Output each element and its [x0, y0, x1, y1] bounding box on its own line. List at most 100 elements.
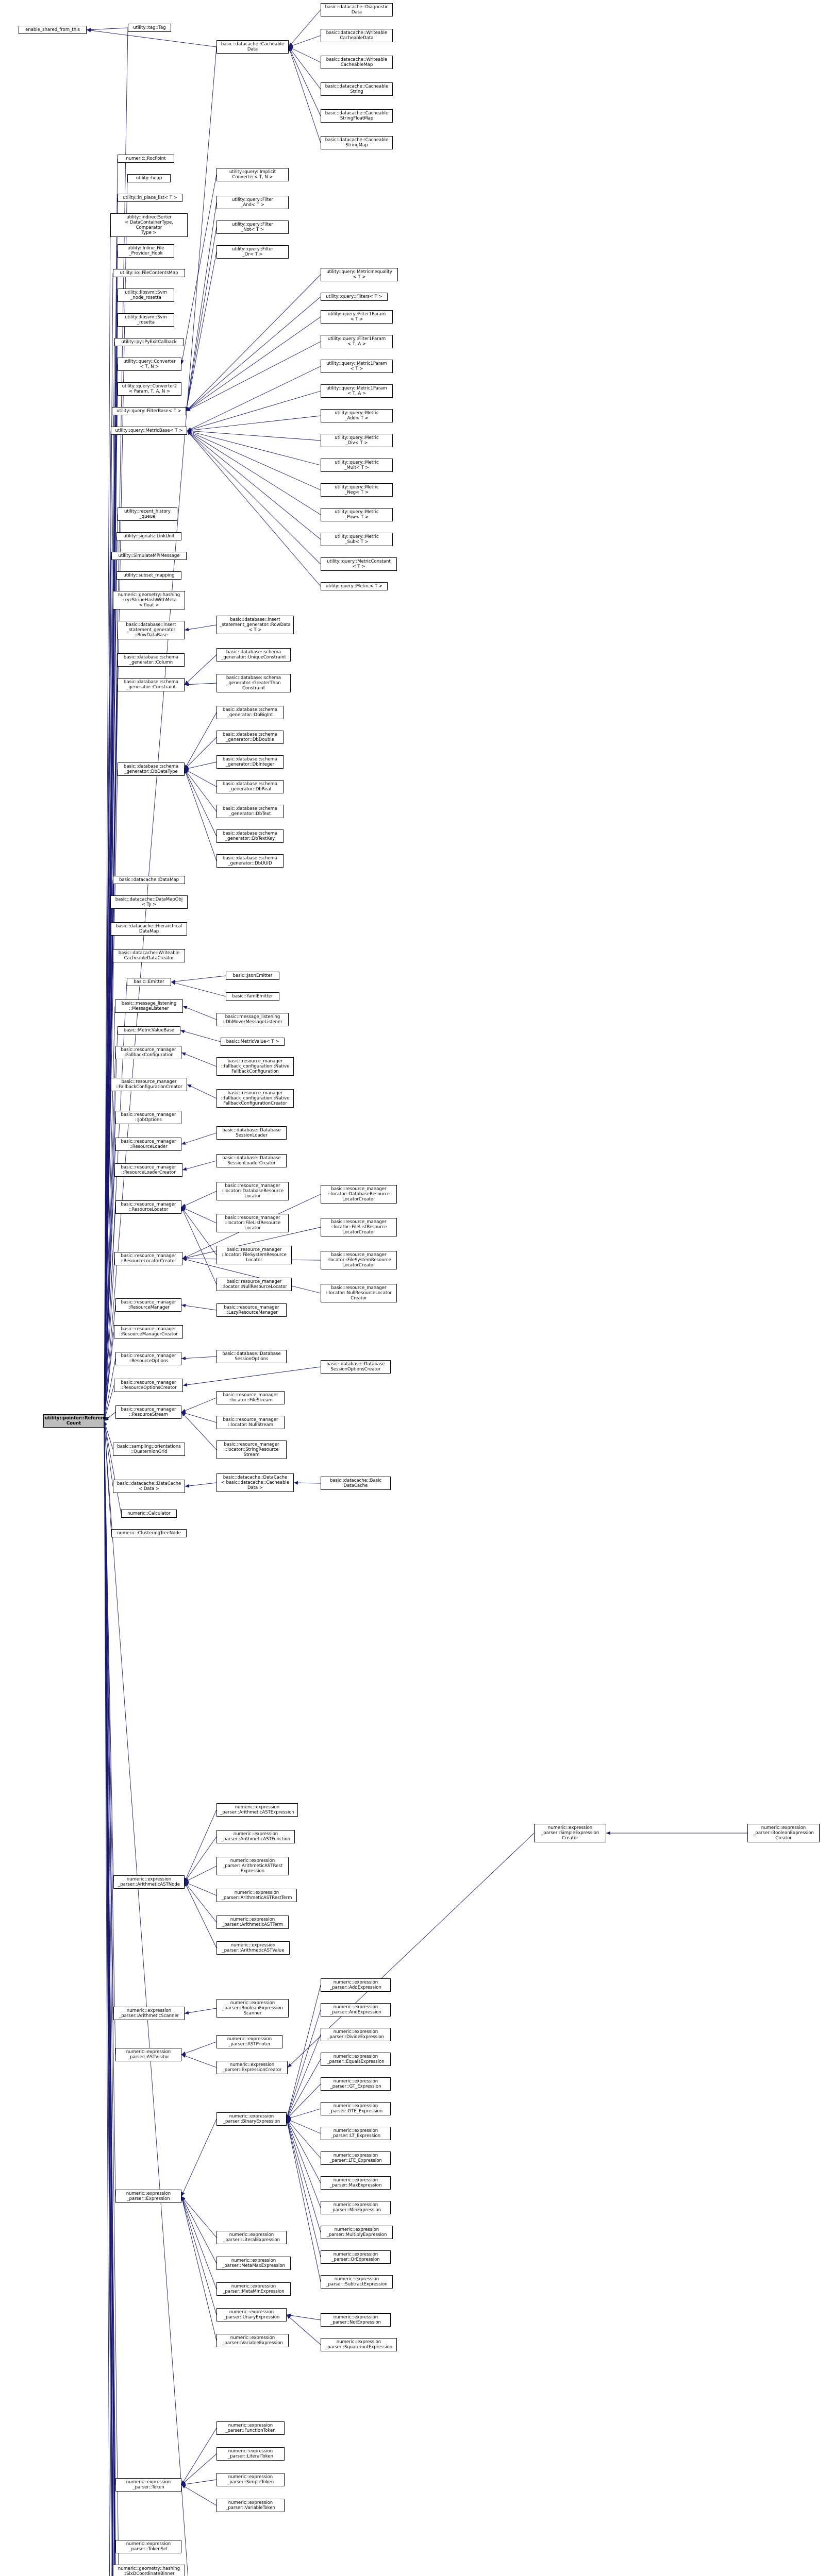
graph-node-heap[interactable]: utility::heap [127, 174, 171, 182]
graph-node-dbreal[interactable]: basic::database::schema _generator::DbRe… [216, 780, 284, 793]
graph-node-filecontents[interactable]: utility::io::FileContentsMap [113, 269, 185, 277]
graph-node-exprcreator[interactable]: numeric::expression _parser::ExpressionC… [216, 2061, 288, 2074]
graph-node-writeablecm[interactable]: basic::datacache::Writeable CacheableMap [321, 56, 393, 69]
graph-node-hierdatamap[interactable]: basic::datacache::Hierarchical DataMap [111, 922, 187, 936]
graph-node-tokenset[interactable]: numeric::expression _parser::TokenSet [115, 2540, 181, 2553]
graph-node-dbuuid[interactable]: basic::database::schema _generator::DbUU… [216, 854, 284, 868]
graph-node-fslocatorcreator[interactable]: basic::resource_manager ::locator::FileS… [321, 1251, 397, 1269]
graph-node-resourceloader[interactable]: basic::resource_manager ::ResourceLoader [115, 1138, 181, 1151]
graph-node-orexpr[interactable]: numeric::expression _parser::OrExpressio… [321, 2250, 391, 2264]
graph-node-metrict[interactable]: utility::query::Metric< T > [321, 582, 388, 590]
graph-node-msglistener[interactable]: basic::message_listening ::MessageListen… [115, 999, 183, 1013]
graph-node-rocpoint[interactable]: numeric::RocPoint [118, 155, 174, 163]
graph-node-dbreslocator[interactable]: basic::resource_manager ::locator::Datab… [216, 1182, 289, 1200]
graph-node-dbdouble[interactable]: basic::database::schema _generator::DbDo… [216, 731, 284, 744]
graph-node-resourceoptions[interactable]: basic::resource_manager ::ResourceOption… [115, 1352, 181, 1365]
graph-node-datamapobj[interactable]: basic::datacache::DataMapObj < Ty > [110, 895, 188, 909]
graph-node-cstring[interactable]: basic::datacache::Cacheable String [321, 82, 393, 96]
graph-node-dbdatatype[interactable]: basic::database::schema _generator::DbDa… [118, 762, 185, 776]
graph-node-simptoken[interactable]: numeric::expression _parser::SimpleToken [216, 2473, 285, 2486]
graph-node-nullstream[interactable]: basic::resource_manager ::locator::NullS… [216, 1416, 285, 1429]
graph-node-astvalue[interactable]: numeric::expression _parser::ArithmeticA… [216, 1941, 290, 1955]
graph-node-astvisitor[interactable]: numeric::expression _parser::ASTVisitor [115, 2048, 181, 2061]
graph-node-refcount[interactable]: utility::pointer::Reference Count [43, 1414, 110, 1428]
graph-node-recenthistory[interactable]: utility::recent_history _queue [118, 507, 177, 521]
graph-node-cstringmap[interactable]: basic::datacache::Cacheable StringMap [321, 136, 393, 149]
graph-node-vartoken[interactable]: numeric::expression _parser::VariableTok… [216, 2499, 285, 2512]
graph-node-gtexpr[interactable]: numeric::expression _parser::GT_Expressi… [321, 2077, 391, 2091]
graph-node-metricvalue[interactable]: basic::MetricValue< T > [221, 1038, 285, 1046]
graph-node-divexpr[interactable]: numeric::expression _parser::DivideExpre… [321, 2028, 391, 2041]
graph-node-linkunit[interactable]: utility::signals::LinkUnit [116, 532, 181, 540]
graph-node-dbsessionoptions[interactable]: basic::database::Database SessionOptions [216, 1350, 287, 1363]
graph-node-implicitconv[interactable]: utility::query::Implicit Converter< T, N… [216, 168, 289, 181]
graph-node-dbsessionloadercreator[interactable]: basic::database::Database SessionLoaderC… [216, 1154, 287, 1167]
graph-node-astrestexpr[interactable]: numeric::expression _parser::ArithmeticA… [216, 1857, 289, 1875]
graph-node-qconverter2[interactable]: utility::query::Converter2 < Param, T, A… [118, 382, 181, 396]
graph-node-dbtextkey[interactable]: basic::database::schema _generator::DbTe… [216, 829, 284, 843]
graph-node-filestream[interactable]: basic::resource_manager ::locator::FileS… [216, 1391, 285, 1404]
graph-node-astprinter[interactable]: numeric::expression _parser::ASTPrinter [216, 2035, 282, 2048]
graph-node-emitter[interactable]: basic::Emitter [127, 978, 171, 986]
graph-node-calculator[interactable]: numeric::Calculator [121, 1510, 177, 1518]
graph-node-qconverter[interactable]: utility::query::Converter < T, N > [118, 358, 181, 371]
graph-node-metamin[interactable]: numeric::expression _parser::MetaMinExpr… [216, 2282, 291, 2296]
graph-node-svmrosetta[interactable]: utility::libsvm::Svm _rosetta [118, 313, 174, 327]
graph-node-minexpr[interactable]: numeric::expression _parser::MinExpressi… [321, 2201, 391, 2214]
graph-node-writeablecreator[interactable]: basic::datacache::Writeable CacheableDat… [113, 949, 185, 962]
graph-node-resourceloadercreator[interactable]: basic::resource_manager ::ResourceLoader… [114, 1163, 182, 1177]
graph-node-joboptions[interactable]: basic::resource_manager ::JobOptions [115, 1111, 181, 1124]
graph-node-expression[interactable]: numeric::expression _parser::Expression [115, 2190, 181, 2203]
graph-node-token[interactable]: numeric::expression _parser::Token [115, 2478, 181, 2492]
graph-node-dbsessionloader[interactable]: basic::database::Database SessionLoader [216, 1126, 287, 1140]
graph-node-diagnosticdata[interactable]: basic::datacache::Diagnostic Data [321, 3, 393, 16]
graph-node-yamlemitter[interactable]: basic::YamlEmitter [226, 992, 279, 1001]
graph-node-variableexpr[interactable]: numeric::expression _parser::VariableExp… [216, 2334, 289, 2347]
graph-node-astfunc[interactable]: numeric::expression _parser::ArithmeticA… [216, 1830, 295, 1843]
graph-node-writeablecd[interactable]: basic::datacache::Writeable CacheableDat… [321, 29, 393, 42]
graph-node-nativefallbackcreator[interactable]: basic::resource_manager ::fallback_confi… [216, 1089, 294, 1108]
graph-node-greaterthan[interactable]: basic::database::schema _generator::Grea… [216, 674, 291, 692]
graph-node-simpleexprcreator[interactable]: numeric::expression _parser::SimpleExpre… [534, 1824, 606, 1842]
graph-node-stringresstream[interactable]: basic::resource_manager ::locator::Strin… [216, 1440, 287, 1459]
graph-node-boolscanner[interactable]: numeric::expression _parser::BooleanExpr… [216, 1999, 289, 2018]
graph-node-simmpi[interactable]: utility::SimulateMPIMessage [111, 552, 187, 560]
graph-node-ltexpr[interactable]: numeric::expression _parser::LT_Expressi… [321, 2127, 391, 2140]
graph-node-resourcelocator[interactable]: basic::resource_manager ::ResourceLocato… [115, 1200, 181, 1214]
graph-node-multexpr[interactable]: numeric::expression _parser::MultiplyExp… [321, 2226, 393, 2239]
graph-node-notexpr[interactable]: numeric::expression _parser::NotExpressi… [321, 2313, 391, 2327]
graph-node-metricvaluebase[interactable]: basic::MetricValueBase [118, 1026, 180, 1035]
graph-node-quaterniongrid[interactable]: basic::sampling::orientations ::Quaterni… [113, 1443, 185, 1456]
graph-node-tag[interactable]: utility::tag::Tag [128, 24, 171, 32]
graph-node-uniquec[interactable]: basic::database::schema _generator::Uniq… [216, 648, 291, 662]
graph-node-qmetricbase[interactable]: utility::query::MetricBase< T > [111, 427, 187, 435]
graph-node-dbmover[interactable]: basic::message_listening ::DbMoverMessag… [216, 1013, 289, 1026]
graph-node-filternot[interactable]: utility::query::Filter _Not< T > [216, 221, 289, 234]
graph-node-rowdatabase[interactable]: basic::database::insert _statement_gener… [118, 621, 185, 639]
graph-node-dbsessionoptionscreator[interactable]: basic::database::Database SessionOptions… [321, 1360, 391, 1374]
graph-node-nulllocator[interactable]: basic::resource_manager ::locator::NullR… [216, 1278, 292, 1291]
graph-node-jsonemitter[interactable]: basic::JsonEmitter [226, 972, 279, 980]
graph-node-scanner[interactable]: numeric::expression _parser::ArithmeticS… [113, 2007, 185, 2020]
graph-node-addexpr[interactable]: numeric::expression _parser::AddExpressi… [321, 1978, 391, 1992]
graph-node-metricadd[interactable]: utility::query::Metric _Add< T > [321, 409, 393, 422]
graph-node-metricdiv[interactable]: utility::query::Metric _Div< T > [321, 434, 393, 447]
graph-node-inplace[interactable]: utility::in_place_list< T > [118, 194, 182, 202]
graph-node-maxexpr[interactable]: numeric::expression _parser::MaxExpressi… [321, 2176, 391, 2190]
graph-node-inlinehook[interactable]: utility::Inline_File _Provider_Hook [118, 244, 174, 258]
graph-node-lteexpr[interactable]: numeric::expression _parser::LTE_Express… [321, 2151, 391, 2165]
graph-node-sqrtexpr[interactable]: numeric::expression _parser::SquarerootE… [321, 2338, 397, 2351]
graph-node-shared[interactable]: enable_shared_from_this [19, 26, 87, 34]
graph-node-nativefallback[interactable]: basic::resource_manager ::fallback_confi… [216, 1057, 294, 1076]
graph-node-filterand[interactable]: utility::query::Filter _And< T > [216, 196, 289, 209]
graph-node-sgconstraint[interactable]: basic::database::schema _generator::Cons… [118, 678, 185, 691]
graph-node-metric1param[interactable]: utility::query::Metric1Param < T > [321, 360, 393, 373]
graph-node-datamap[interactable]: basic::datacache::DataMap [113, 876, 185, 884]
graph-node-lazyrm[interactable]: basic::resource_manager ::LazyResourceMa… [216, 1303, 287, 1317]
graph-node-dbreslocatorcreator[interactable]: basic::resource_manager ::locator::Datab… [321, 1185, 397, 1204]
graph-node-filters[interactable]: utility::query::Filters< T > [321, 293, 388, 301]
graph-node-metricineq[interactable]: utility::query::MetricInequality < T > [321, 268, 398, 281]
graph-node-metricsub[interactable]: utility::query::Metric _Sub< T > [321, 533, 393, 546]
graph-node-functoken[interactable]: numeric::expression _parser::FunctionTok… [216, 2421, 285, 2435]
graph-node-resourcemanager[interactable]: basic::resource_manager ::ResourceManage… [115, 1298, 181, 1312]
